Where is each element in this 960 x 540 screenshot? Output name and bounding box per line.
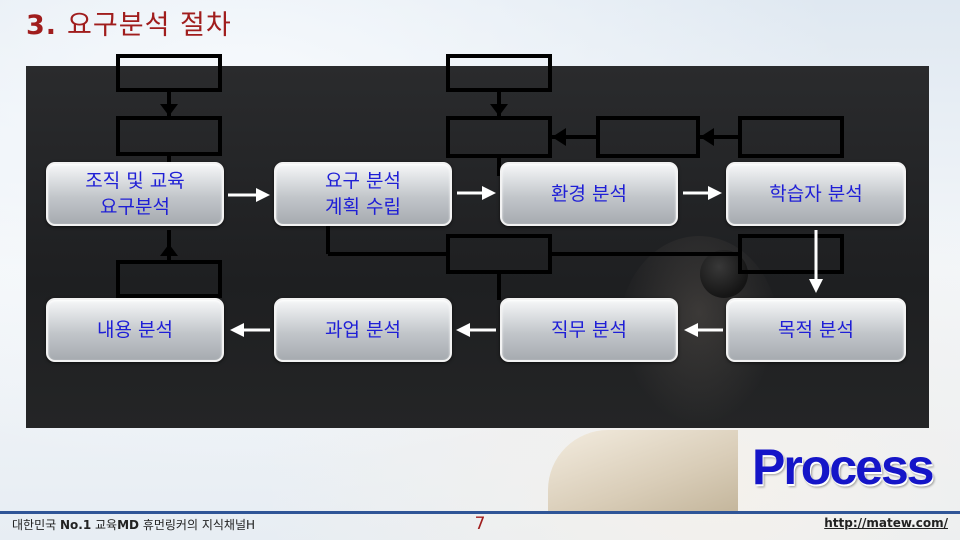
node-task-analysis: 과업 분석	[274, 298, 452, 362]
bg-box-7	[596, 116, 700, 158]
node-label: 목적 분석	[778, 319, 854, 341]
bg-box-3	[116, 260, 222, 298]
node-needs-analysis-plan: 요구 분석 계획 수립	[274, 162, 452, 226]
title-text: 요구분석 절차	[67, 10, 232, 41]
hand-sleeve-graphic	[548, 430, 738, 512]
bg-arrowhead-2	[490, 104, 508, 116]
footer-divider	[0, 511, 960, 514]
node-label: 과업 분석	[325, 319, 401, 341]
node-label: 학습자 분석	[769, 183, 863, 205]
bg-box-2	[116, 116, 222, 156]
node-learner-analysis: 학습자 분석	[726, 162, 906, 226]
node-org-needs-analysis: 조직 및 교육 요구분석	[46, 162, 224, 226]
node-label: 요구 분석 계획 수립	[325, 170, 401, 218]
bg-arrowhead-5	[160, 244, 178, 256]
process-watermark: Process	[752, 439, 935, 495]
arrowhead-learner-to-goal	[809, 279, 823, 293]
arrowhead-goal-to-job	[684, 323, 698, 337]
node-goal-analysis: 목적 분석	[726, 298, 906, 362]
bg-box-9	[738, 234, 844, 274]
arrowhead-plan-to-env	[482, 186, 496, 200]
node-label: 직무 분석	[551, 319, 627, 341]
footer-left-suffix: 휴먼링커의 지식채널H	[139, 518, 256, 532]
bg-box-8	[738, 116, 844, 158]
arrowhead-job-to-task	[456, 323, 470, 337]
title-number: 3.	[26, 10, 58, 41]
arrowhead-env-to-learner	[708, 186, 722, 200]
node-label: 조직 및 교육 요구분석	[85, 170, 185, 218]
footer-url-link[interactable]: http://matew.com/	[824, 516, 948, 530]
bg-box-6	[446, 234, 552, 274]
node-job-analysis: 직무 분석	[500, 298, 678, 362]
bg-arrowhead-4	[700, 128, 714, 146]
bg-box-1	[116, 54, 222, 92]
bg-box-5	[446, 116, 552, 158]
bg-arrowhead-1	[160, 104, 178, 116]
node-content-analysis: 내용 분석	[46, 298, 224, 362]
bg-box-4	[446, 54, 552, 92]
footer-left-bold: No.1	[59, 518, 92, 532]
node-label: 환경 분석	[551, 183, 627, 205]
node-label: 내용 분석	[97, 319, 173, 341]
footer-channel-text: 대한민국 No.1 교육MD 휴먼링커의 지식채널H	[12, 516, 255, 533]
arrowhead-task-to-content	[230, 323, 244, 337]
footer-left-bold2: MD	[117, 518, 139, 532]
bg-arrowhead-3	[552, 128, 566, 146]
node-environment-analysis: 환경 분석	[500, 162, 678, 226]
footer-left-prefix: 대한민국	[12, 518, 60, 532]
slide-title: 3. 요구분석 절차	[26, 6, 232, 46]
footer-left-mid: 교육	[91, 518, 118, 532]
arrowhead-org-to-plan	[256, 188, 270, 202]
page-number: 7	[474, 514, 486, 534]
